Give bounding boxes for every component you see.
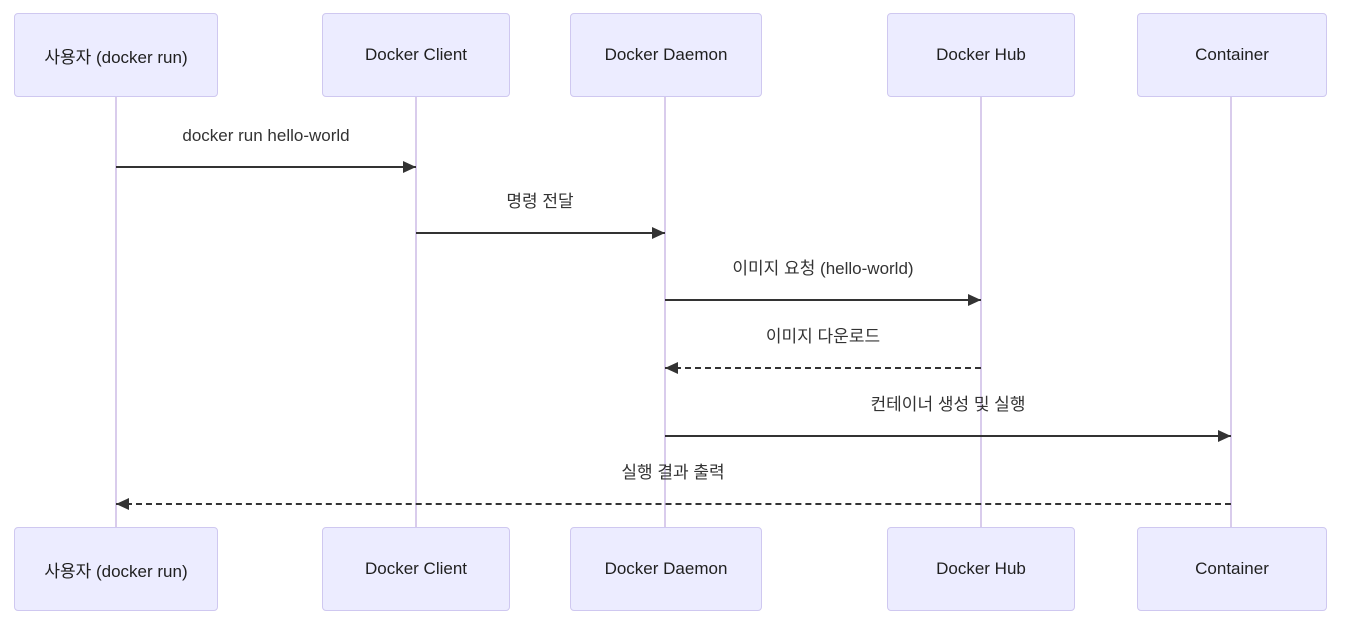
message-line-6 — [116, 503, 1231, 505]
message-line-2 — [416, 232, 665, 234]
actor-box-container-top: Container — [1137, 13, 1327, 97]
message-line-1 — [116, 166, 416, 168]
lifeline-user — [115, 97, 117, 527]
message-line-4 — [665, 367, 981, 369]
actor-box-container-bottom: Container — [1137, 527, 1327, 611]
lifeline-container — [1230, 97, 1232, 527]
arrow-head-right-icon — [1218, 430, 1231, 442]
lifeline-docker-hub — [980, 97, 982, 527]
actor-box-docker-hub-bottom: Docker Hub — [887, 527, 1075, 611]
arrow-head-left-icon — [116, 498, 129, 510]
arrow-head-right-icon — [403, 161, 416, 173]
message-line-3 — [665, 299, 981, 301]
actor-box-docker-daemon-top: Docker Daemon — [570, 13, 762, 97]
message-label-1: docker run hello-world — [182, 126, 350, 145]
actor-box-user-bottom: 사용자 (docker run) — [14, 527, 218, 611]
message-label-3: 이미지 요청 (hello-world) — [732, 259, 914, 278]
message-label-5: 컨테이너 생성 및 실행 — [870, 395, 1026, 414]
message-label-2: 명령 전달 — [506, 192, 574, 211]
arrow-head-right-icon — [652, 227, 665, 239]
lifeline-docker-client — [415, 97, 417, 527]
message-label-6: 실행 결과 출력 — [621, 463, 725, 482]
actor-box-docker-client-bottom: Docker Client — [322, 527, 510, 611]
actor-box-user-top: 사용자 (docker run) — [14, 13, 218, 97]
arrow-head-left-icon — [665, 362, 678, 374]
message-line-5 — [665, 435, 1231, 437]
message-label-4: 이미지 다운로드 — [765, 327, 881, 346]
arrow-head-right-icon — [968, 294, 981, 306]
lifeline-docker-daemon — [664, 97, 666, 527]
actor-box-docker-hub-top: Docker Hub — [887, 13, 1075, 97]
actor-box-docker-daemon-bottom: Docker Daemon — [570, 527, 762, 611]
actor-box-docker-client-top: Docker Client — [322, 13, 510, 97]
